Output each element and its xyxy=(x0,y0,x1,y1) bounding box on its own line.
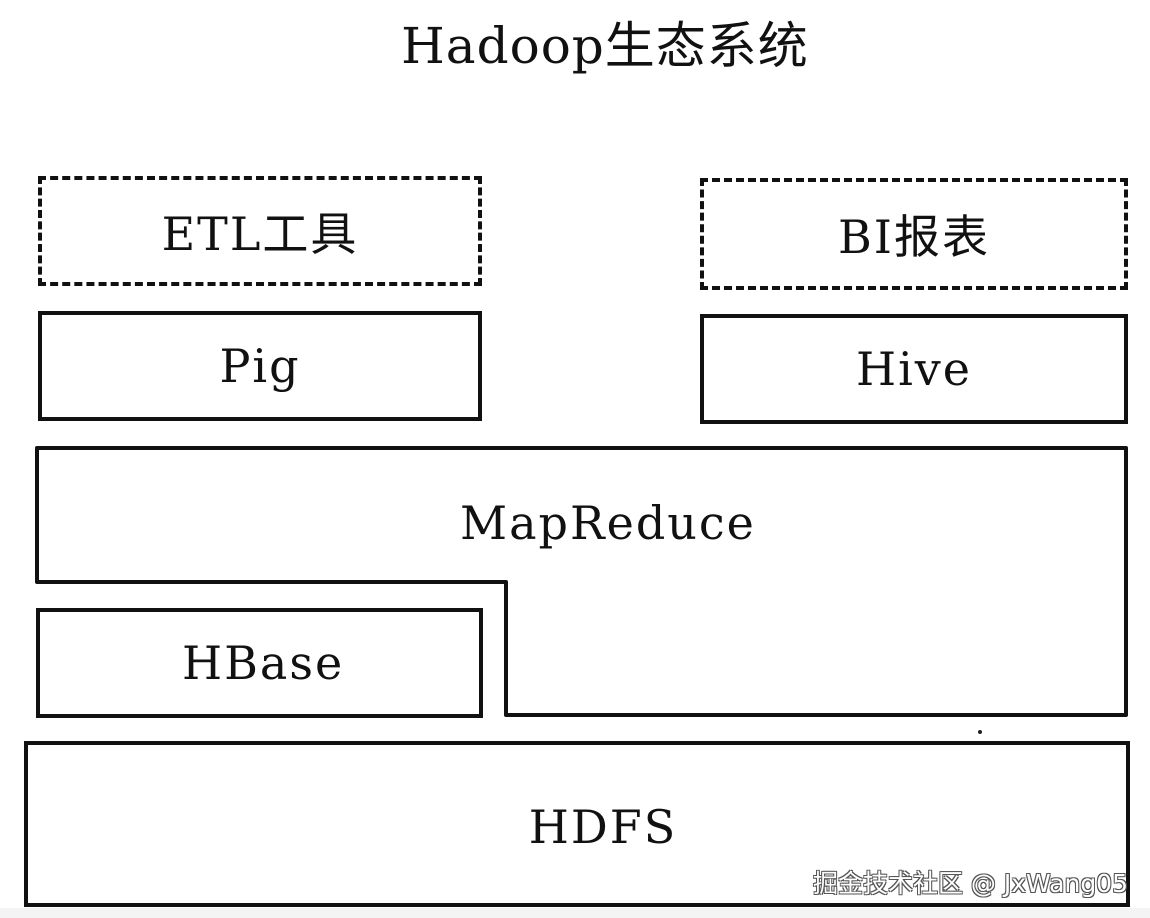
mapreduce-label: MapReduce xyxy=(460,496,756,550)
pig-box: Pig xyxy=(38,311,482,421)
hbase-box: HBase xyxy=(36,608,483,718)
hdfs-label: HDFS xyxy=(528,800,678,854)
hdfs-box: HDFS xyxy=(24,741,1130,907)
etl-tool-box: ETL工具 xyxy=(38,176,482,286)
etl-tool-label: ETL工具 xyxy=(161,207,359,261)
diagram-title: Hadoop生态系统 xyxy=(401,17,809,75)
hbase-label: HBase xyxy=(182,636,345,690)
bi-report-box: BI报表 xyxy=(700,178,1128,290)
hive-label: Hive xyxy=(855,342,973,396)
stray-dot xyxy=(978,730,982,734)
watermark: 掘金技术社区 @ JxWang05 xyxy=(812,869,1128,898)
pig-label: Pig xyxy=(219,339,301,393)
bottom-strip xyxy=(0,908,1150,918)
hive-box: Hive xyxy=(700,314,1128,424)
bi-report-label: BI报表 xyxy=(838,210,990,264)
